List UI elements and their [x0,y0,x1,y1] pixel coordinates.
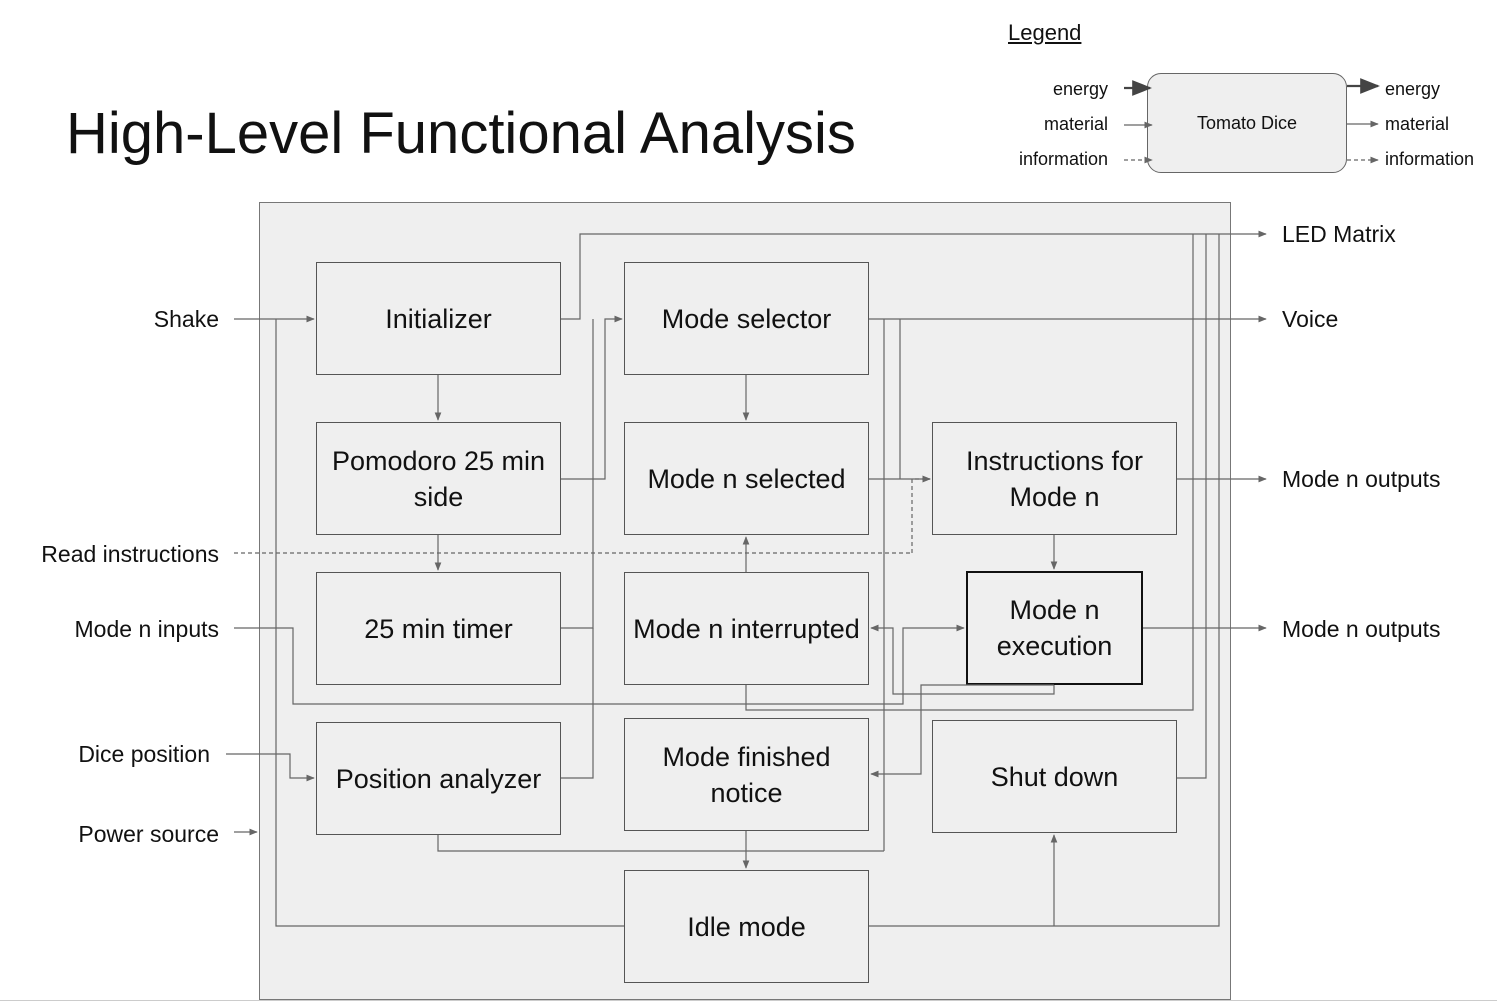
legend-input-energy: energy [1052,79,1108,99]
page-bottom-divider [0,1000,1497,1001]
legend-output-material: material [1385,114,1450,134]
node-idle-mode: Idle mode [624,870,869,983]
legend-input-information: information [1018,149,1108,169]
page-title: High-Level Functional Analysis [66,101,856,166]
legend-input-material: material [1043,114,1108,134]
pomodoro-to-mode-selector [561,315,623,480]
node-mode-n-selected: Mode n selected [624,422,869,535]
shut-down-to-led [1177,234,1207,779]
interrupted-to-led [745,234,1194,711]
legend-output-information: information [1385,149,1475,169]
position-to-bus [561,628,594,779]
output-voice: Voice [1282,306,1339,332]
input-read-instructions: Read instructions [41,541,219,567]
execution-to-interrupted [870,624,1055,695]
output-led-matrix: LED Matrix [1282,221,1396,247]
legend-block: Tomato Dice [1147,73,1347,173]
node-pomodoro: Pomodoro 25 min side [316,422,561,535]
node-mode-n-execution: Mode n execution [966,571,1143,685]
output-mode-n-outputs-2: Mode n outputs [1282,616,1441,642]
input-shake: Shake [153,306,219,332]
mode-inputs-line [234,624,965,705]
shake-branch-to-idle [275,319,624,927]
dice-position-arrow [226,753,315,782]
initializer-to-led [561,230,1267,320]
idle-to-led [869,234,1220,927]
read-instructions-to-instructions [911,475,931,553]
node-position-analyzer: Position analyzer [316,722,561,835]
input-dice-position: Dice position [78,741,210,767]
output-mode-n-outputs-1: Mode n outputs [1282,466,1441,492]
node-mode-n-interrupted: Mode n interrupted [624,572,869,685]
node-shut-down: Shut down [932,720,1177,833]
position-to-idle [437,835,884,852]
execution-to-finished [870,684,1054,778]
node-mode-selector: Mode selector [624,262,869,375]
input-power-source: Power source [78,821,219,847]
node-instructions: Instructions for Mode n [932,422,1177,535]
input-mode-n-inputs: Mode n inputs [74,616,219,642]
node-mode-finished: Mode finished notice [624,718,869,831]
legend-title: Legend [1008,20,1082,45]
timer-to-bus [561,319,594,629]
legend-output-energy: energy [1385,79,1441,99]
node-initializer: Initializer [316,262,561,375]
node-timer: 25 min timer [316,572,561,685]
